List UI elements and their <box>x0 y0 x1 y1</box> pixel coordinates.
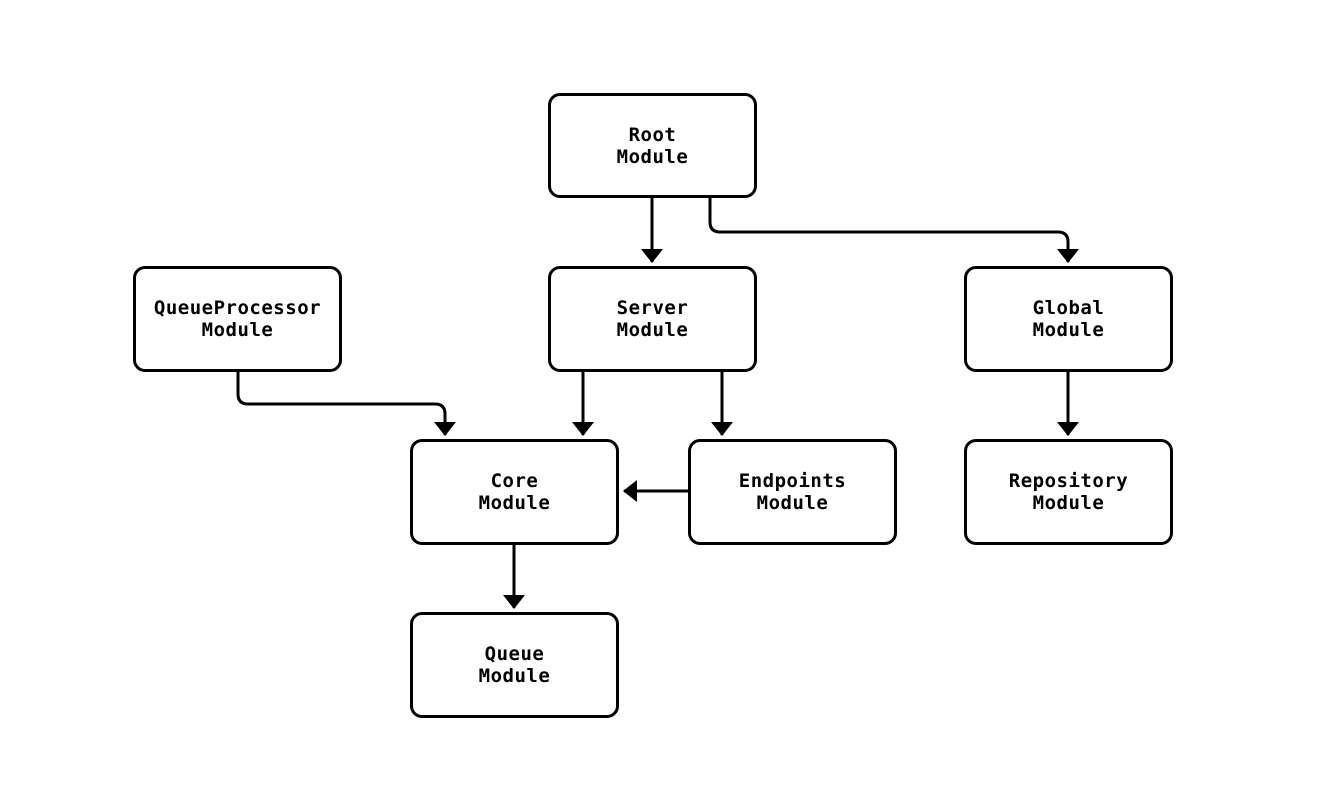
node-repository-module-label: Repository Module <box>1009 470 1128 514</box>
node-label-line1: Global <box>1032 297 1105 319</box>
node-core-module-label: Core Module <box>479 470 551 514</box>
edge-root-to-global <box>708 198 1079 263</box>
node-label-line2: Module <box>478 665 551 687</box>
edge-queueprocessor-to-core <box>236 372 456 436</box>
node-label-line2: Module <box>1032 319 1105 341</box>
node-root-module-label: Root Module <box>617 124 689 168</box>
node-label-line1: Server <box>616 297 689 319</box>
node-label-line1: QueueProcessor <box>153 297 322 319</box>
node-label-line2: Module <box>756 492 829 514</box>
node-label-line1: Endpoints <box>738 470 847 492</box>
node-label-line1: Queue <box>484 643 545 665</box>
node-queueprocessor-module: QueueProcessor Module <box>133 266 342 372</box>
node-label-line1: Core <box>490 470 539 492</box>
node-root-module: Root Module <box>548 93 757 198</box>
node-repository-module: Repository Module <box>964 439 1173 545</box>
node-queueprocessor-module-label: QueueProcessor Module <box>154 297 321 341</box>
node-label-line2: Module <box>616 319 689 341</box>
node-global-module: Global Module <box>964 266 1173 372</box>
node-label-line2: Module <box>1032 492 1105 514</box>
node-label-line2: Module <box>616 145 689 168</box>
node-label-line1: Root <box>628 123 677 146</box>
node-global-module-label: Global Module <box>1033 297 1105 341</box>
node-label-line2: Module <box>201 319 274 341</box>
node-server-module-label: Server Module <box>617 297 689 341</box>
node-server-module: Server Module <box>548 266 757 372</box>
node-queue-module-label: Queue Module <box>479 643 551 687</box>
node-queue-module: Queue Module <box>410 612 619 718</box>
node-endpoints-module: Endpoints Module <box>688 439 897 545</box>
node-core-module: Core Module <box>410 439 619 545</box>
node-label-line2: Module <box>478 492 551 514</box>
node-label-line1: Repository <box>1008 470 1129 492</box>
node-endpoints-module-label: Endpoints Module <box>739 470 846 514</box>
